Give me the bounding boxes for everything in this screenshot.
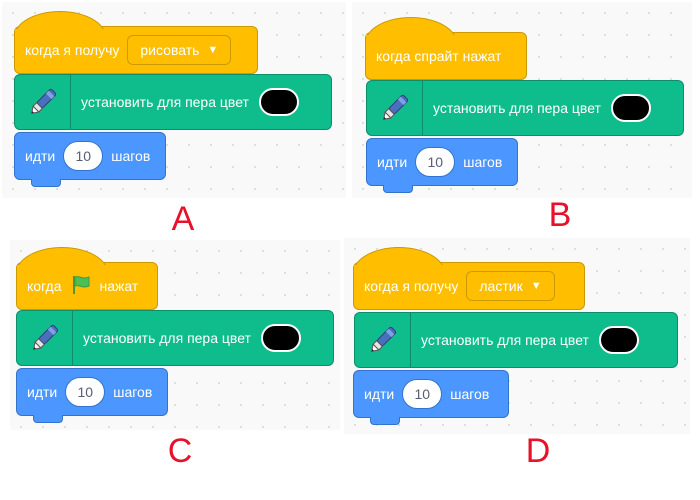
pen-color-swatch[interactable] xyxy=(258,88,299,116)
hat-label-suffix: нажат xyxy=(99,278,139,294)
steps-label: шагов xyxy=(113,384,153,400)
steps-input[interactable]: 10 xyxy=(415,147,456,177)
pen-color-swatch[interactable] xyxy=(598,326,639,354)
move-label: идти xyxy=(25,148,56,164)
set-pen-color-block[interactable]: установить для пера цвет xyxy=(14,74,332,130)
set-pen-color-block[interactable]: установить для пера цвет xyxy=(354,312,678,368)
pen-block-label: установить для пера цвет xyxy=(421,332,589,348)
green-flag-icon xyxy=(70,274,92,299)
steps-input[interactable]: 10 xyxy=(65,377,106,407)
hat-cap-cover xyxy=(366,35,458,55)
set-pen-color-block[interactable]: установить для пера цвет xyxy=(16,310,334,366)
move-steps-block[interactable]: идти 10 шагов xyxy=(353,370,509,425)
answer-letter-b: B xyxy=(548,196,572,234)
hat-cap-cover xyxy=(15,29,107,49)
pen-icon xyxy=(15,75,71,129)
answer-letter-d: D xyxy=(525,432,551,470)
hat-label-prefix: когда xyxy=(27,278,62,294)
move-steps-block[interactable]: идти 10 шагов xyxy=(14,132,166,187)
pen-block-label: установить для пера цвет xyxy=(83,330,251,346)
message-dropdown[interactable]: рисовать ▼ xyxy=(127,35,232,65)
move-label: идти xyxy=(27,384,58,400)
pen-color-swatch[interactable] xyxy=(610,94,651,122)
pen-block-label: установить для пера цвет xyxy=(433,100,601,116)
when-i-receive-hat-block[interactable]: когда я получу рисовать ▼ xyxy=(14,11,258,74)
dropdown-value: ластик xyxy=(479,278,523,294)
hat-label: когда я получу xyxy=(25,42,120,58)
block-notch xyxy=(33,415,63,423)
steps-input[interactable]: 10 xyxy=(402,379,443,409)
move-steps-block[interactable]: идти 10 шагов xyxy=(366,138,518,193)
steps-label: шагов xyxy=(463,154,503,170)
move-label: идти xyxy=(377,154,408,170)
hat-label: когда спрайт нажат xyxy=(376,48,502,64)
message-dropdown[interactable]: ластик ▼ xyxy=(466,271,555,301)
pen-color-swatch[interactable] xyxy=(260,324,301,352)
pen-icon xyxy=(355,313,411,367)
block-notch xyxy=(383,185,413,193)
pen-icon xyxy=(367,81,423,135)
hat-label: когда я получу xyxy=(364,278,459,294)
move-steps-block[interactable]: идти 10 шагов xyxy=(16,368,168,423)
block-notch xyxy=(31,179,61,187)
when-i-receive-hat-block[interactable]: когда я получу ластик ▼ xyxy=(353,247,585,310)
dropdown-value: рисовать xyxy=(140,42,200,58)
caret-down-icon: ▼ xyxy=(530,280,542,292)
caret-down-icon: ▼ xyxy=(207,44,219,56)
answer-letter-c: C xyxy=(167,432,193,470)
steps-label: шагов xyxy=(450,386,490,402)
answer-letter-a: A xyxy=(171,200,195,238)
pen-block-label: установить для пера цвет xyxy=(81,94,249,110)
steps-input[interactable]: 10 xyxy=(63,141,104,171)
steps-label: шагов xyxy=(111,148,151,164)
block-notch xyxy=(370,417,400,425)
when-sprite-clicked-hat-block[interactable]: когда спрайт нажат xyxy=(365,17,527,80)
move-label: идти xyxy=(364,386,395,402)
hat-cap-cover xyxy=(354,265,446,285)
pen-icon xyxy=(17,311,73,365)
set-pen-color-block[interactable]: установить для пера цвет xyxy=(366,80,684,136)
when-flag-clicked-hat-block[interactable]: когда нажат xyxy=(16,247,158,310)
